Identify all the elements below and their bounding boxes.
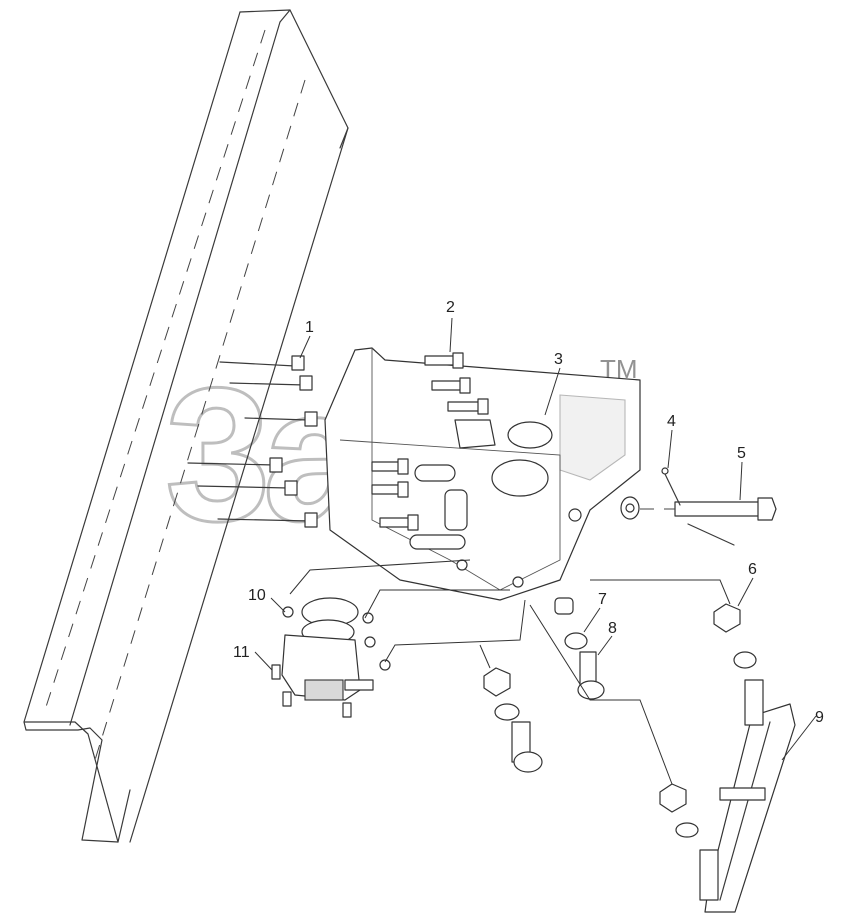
callout-2: 2 (446, 299, 455, 316)
callout-6: 6 (748, 561, 757, 578)
fastener-stack-right (483, 597, 757, 838)
brake-chamber (271, 597, 391, 718)
bolt-set-2 (371, 352, 489, 531)
callout-4: 4 (667, 413, 676, 430)
callout-7: 7 (598, 591, 607, 608)
callout-3: 3 (554, 351, 563, 368)
leader-lines (254, 317, 817, 785)
callout-5: 5 (737, 445, 746, 462)
frame-rail (23, 9, 349, 843)
callout-9: 9 (815, 709, 824, 726)
pin-assembly (620, 467, 777, 546)
callout-11: 11 (233, 644, 250, 661)
callout-labels: 1 2 3 4 5 6 7 8 9 10 11 (233, 299, 824, 726)
callout-10: 10 (248, 587, 266, 604)
bolt-set-1 (187, 355, 318, 528)
lower-bracket (699, 679, 796, 913)
main-bracket (324, 347, 641, 601)
callout-1: 1 (305, 319, 314, 336)
callout-8: 8 (608, 620, 617, 637)
